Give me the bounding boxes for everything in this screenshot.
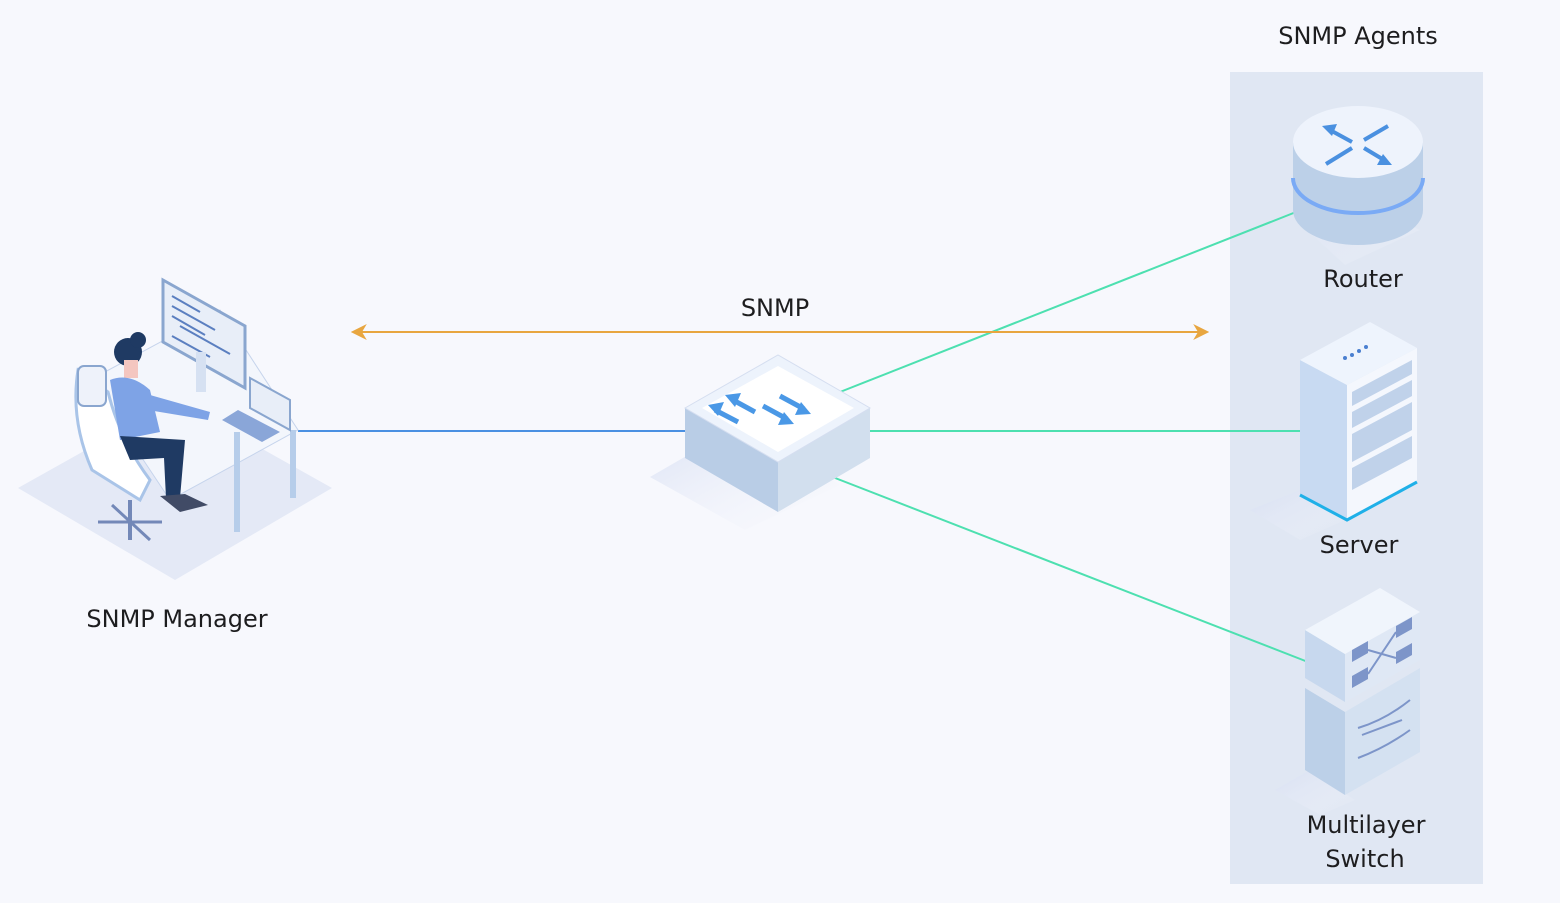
server-icon: [1250, 322, 1418, 540]
agents-title: SNMP Agents: [1278, 22, 1438, 50]
multilayer-switch-icon: [1275, 588, 1420, 815]
router-label: Router: [1323, 265, 1403, 293]
multilayer-switch-link: [829, 475, 1309, 663]
manager-label: SNMP Manager: [86, 605, 267, 633]
person-at-workstation-icon: [18, 277, 332, 580]
router-link: [839, 211, 1297, 393]
server-label: Server: [1320, 531, 1399, 559]
router-icon: [1291, 106, 1425, 265]
snmp-label: SNMP: [741, 294, 809, 322]
multilayer-switch-label-line2: Switch: [1325, 845, 1404, 873]
switch-icon: [650, 354, 871, 530]
multilayer-switch-label-line1: Multilayer: [1307, 811, 1426, 839]
